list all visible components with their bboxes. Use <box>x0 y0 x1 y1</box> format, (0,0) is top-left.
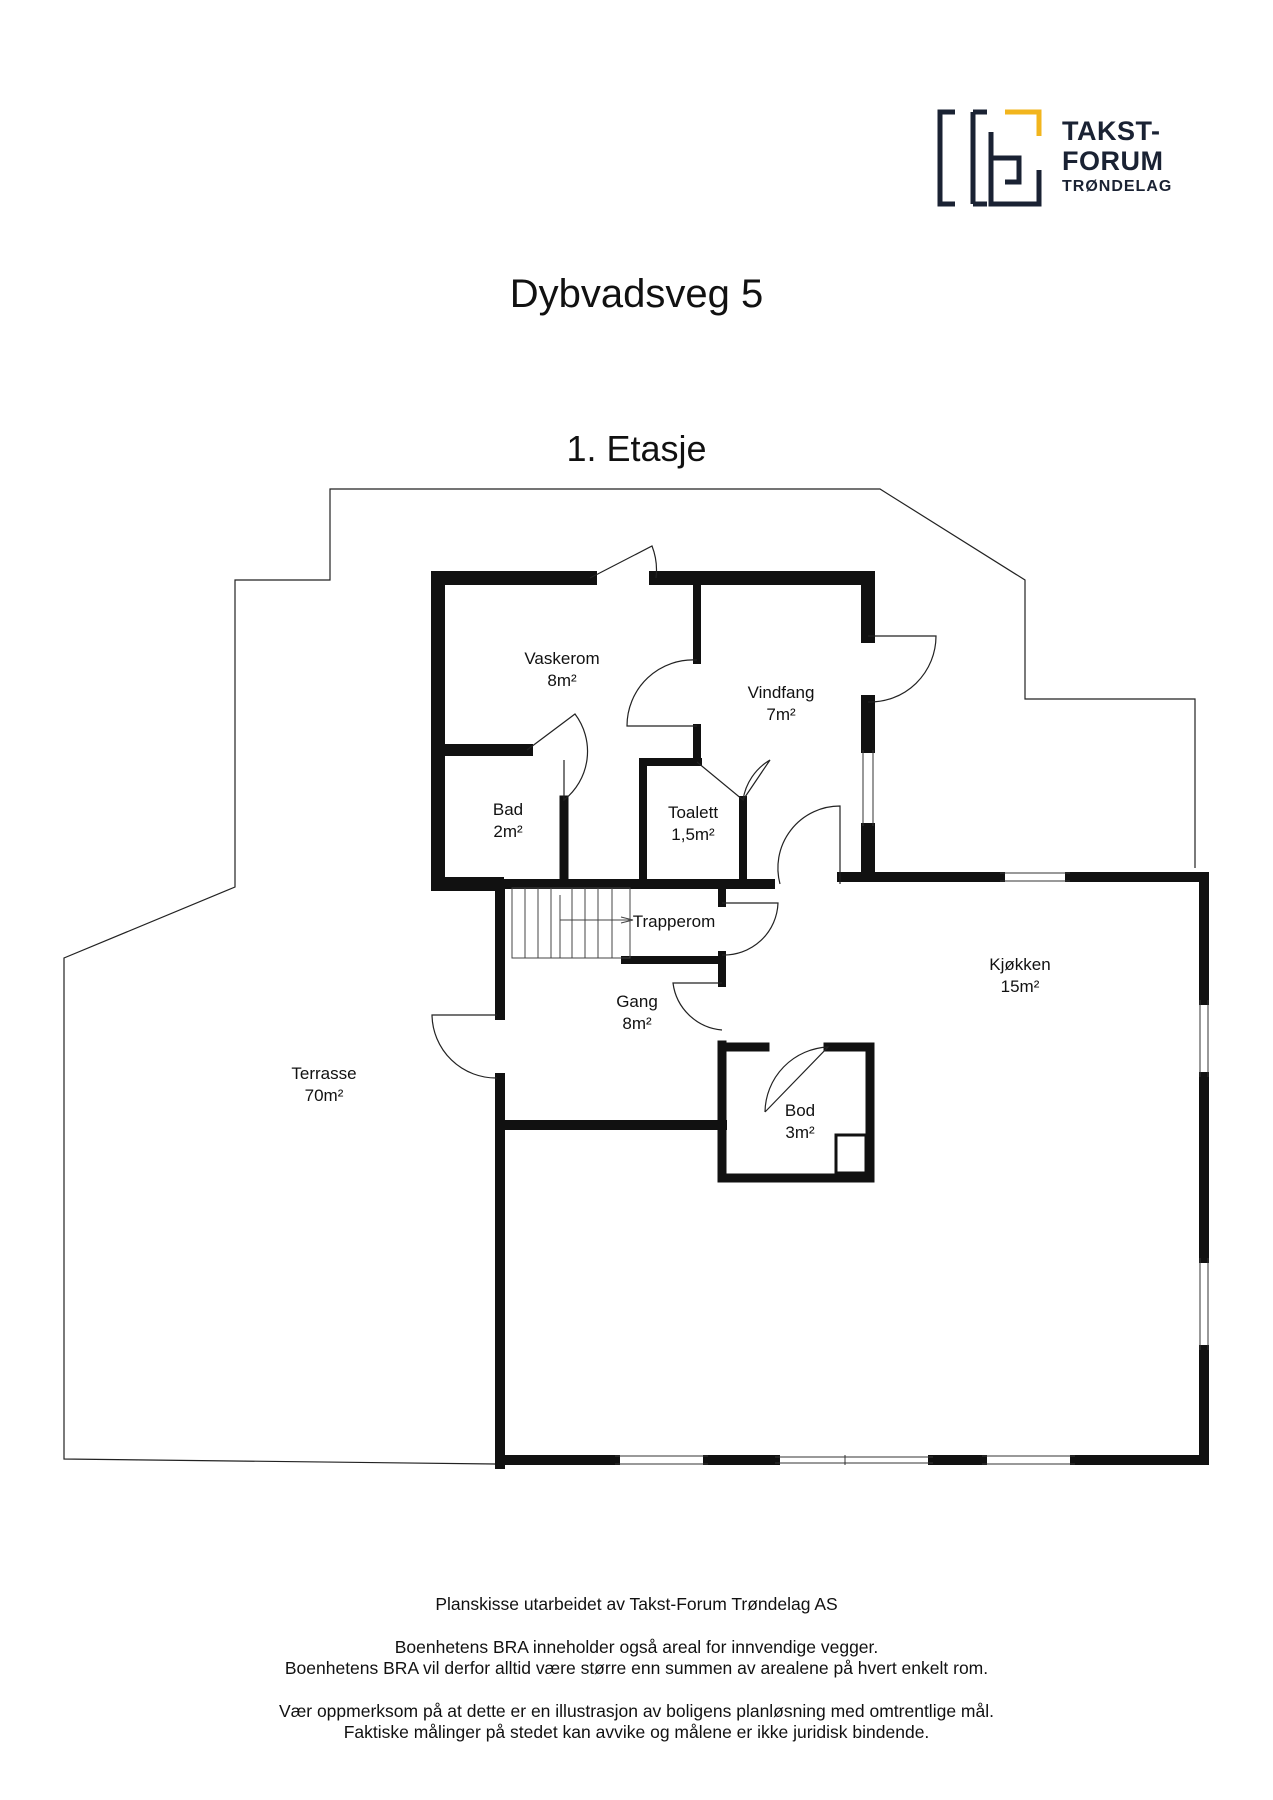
room-gang-area: 8m² <box>622 1014 652 1033</box>
walls <box>431 571 1209 1469</box>
room-toalett-name: Toalett <box>668 803 718 822</box>
room-kjokken-name: Kjøkken <box>989 955 1050 974</box>
room-terrasse-area: 70m² <box>305 1086 344 1105</box>
footer-note-1: Boenhetens BRA inneholder også areal for… <box>394 1637 879 1657</box>
room-gang-name: Gang <box>616 992 658 1011</box>
room-vindfang-area: 7m² <box>766 705 796 724</box>
room-kjokken-area: 15m² <box>1001 977 1040 996</box>
logo-text-line1: TAKST- <box>1062 116 1161 146</box>
logo-text-line3: TRØNDELAG <box>1062 178 1173 195</box>
bod-shelf <box>834 1133 868 1175</box>
floor-plan: Vaskerom 8m² Vindfang 7m² Bad 2m² Toalet… <box>63 488 1209 1469</box>
footer: Planskisse utarbeidet av Takst-Forum Trø… <box>0 1594 1273 1743</box>
room-bod-area: 3m² <box>785 1123 815 1142</box>
room-vaskerom-name: Vaskerom <box>524 649 599 668</box>
room-vaskerom-area: 8m² <box>547 671 577 690</box>
doors <box>431 545 937 1113</box>
floor-title: 1. Etasje <box>566 428 707 469</box>
footer-disclaimer-1: Vær oppmerksom på at dette er en illustr… <box>279 1701 994 1721</box>
room-labels: Vaskerom 8m² Vindfang 7m² Bad 2m² Toalet… <box>291 649 1050 1142</box>
terrace-outline <box>63 488 1196 1465</box>
room-trapperom-name: Trapperom <box>633 912 716 931</box>
logo-text-line2: FORUM <box>1062 146 1164 176</box>
footer-credit: Planskisse utarbeidet av Takst-Forum Trø… <box>435 1594 838 1614</box>
room-bad-area: 2m² <box>493 822 523 841</box>
footer-disclaimer-2: Faktiske målinger på stedet kan avvike o… <box>343 1722 930 1742</box>
room-bad-name: Bad <box>493 800 523 819</box>
room-terrasse-name: Terrasse <box>291 1064 356 1083</box>
stair <box>511 887 634 959</box>
room-toalett-area: 1,5m² <box>671 825 715 844</box>
windows <box>615 750 1209 1465</box>
footer-note-2: Boenhetens BRA vil derfor alltid være st… <box>284 1658 989 1678</box>
room-bod-name: Bod <box>785 1101 815 1120</box>
room-vindfang-name: Vindfang <box>748 683 815 702</box>
takst-forum-logo-icon <box>937 109 1042 207</box>
page-title: Dybvadsveg 5 <box>509 272 764 316</box>
